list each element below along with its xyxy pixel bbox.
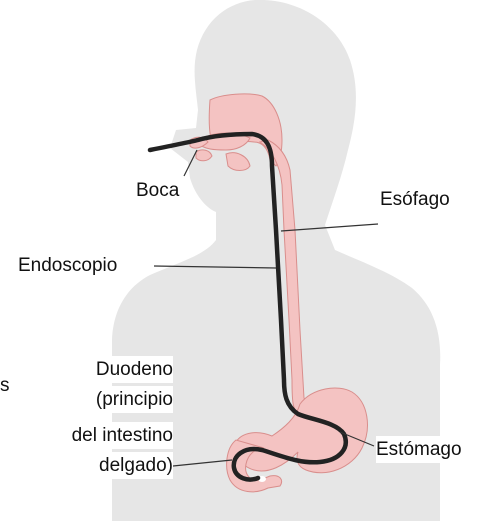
label-edge-fragment: s [0,372,10,399]
label-duodeno-line-4: delgado) [50,452,173,479]
label-estomago: Estómago [376,436,462,463]
label-esofago: Esófago [380,186,450,213]
label-endoscopio: Endoscopio [18,252,117,279]
label-duodeno-line-1: Duodeno [50,356,173,383]
label-duodeno-line-2: (principio [50,386,173,413]
label-duodeno-line-3: del intestino [50,422,173,449]
label-boca: Boca [136,177,179,204]
